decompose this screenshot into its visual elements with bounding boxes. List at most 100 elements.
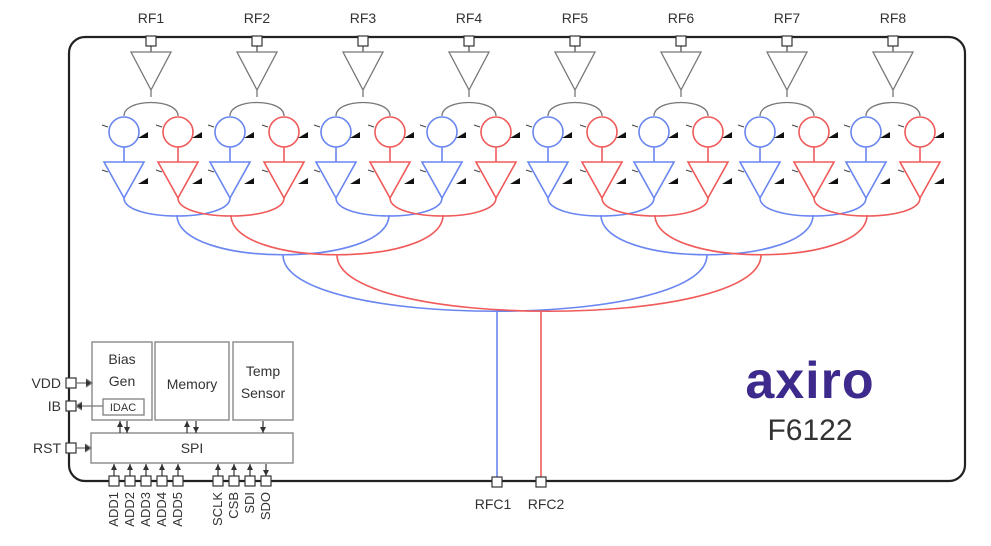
temp-sensor-label-line-2: Sensor [241,385,286,401]
add-pin-2 [124,475,136,487]
rf-pin [569,35,581,47]
gain-stage-1 [208,161,252,200]
rf-channel-7 [737,35,838,200]
rf-port-label-6: RF6 [668,10,695,26]
tuning-arrow [350,132,360,138]
level-2-red-combiner [230,214,444,256]
phase-shifter-2 [374,116,406,148]
vdd-pin [65,377,77,389]
level-1-red-combiner [389,197,497,217]
rf-channels [101,35,944,200]
rf-pin [781,35,793,47]
rfc1-pin [491,476,503,488]
combiner-tree [123,197,921,313]
tuning-mark [631,169,639,173]
rf-port-label-5: RF5 [562,10,589,26]
tuning-mark [525,124,533,128]
tuning-mark [737,124,745,128]
rf-channel-4 [419,35,520,200]
rst-pin [65,442,77,454]
phase-shifter-2 [162,116,194,148]
phase-shifter-1 [108,116,140,148]
tuning-mark [367,124,375,128]
bias-up-arrow-head [117,421,123,427]
rf-port-label-4: RF4 [456,10,483,26]
spi-out-arrow-head [263,470,269,476]
tuning-mark [261,169,269,173]
add-pin-arrow-head [159,464,165,470]
tuning-mark [155,169,163,173]
gain-stage-1 [420,161,464,200]
tuning-mark [101,124,109,128]
tuning-mark [207,169,215,173]
rf-pin [145,35,157,47]
rf-pin [463,35,475,47]
rf-pin [675,35,687,47]
sclk-label: SCLK [210,492,225,526]
rf-channel-6 [631,35,732,200]
rfc2-label: RFC2 [528,496,565,512]
gain-stage-2 [474,161,518,200]
tuning-mark [473,124,481,128]
tuning-mark [685,124,693,128]
tuning-mark [473,169,481,173]
phase-shifter-2 [268,116,300,148]
tuning-mark [791,124,799,128]
add1-label: ADD1 [106,492,121,527]
idac-block [102,398,145,416]
chip-outline [67,35,967,483]
phase-shifter-2 [904,116,936,148]
input-amplifier [129,51,173,92]
gain-stage-1 [102,161,146,200]
spi-in-arrow-head [231,464,237,470]
axiro-logo: axiro [745,352,874,410]
spi-pin-4 [260,475,272,487]
temp-down-arrow-head [260,427,266,433]
tuning-mark [791,169,799,173]
phase-shifter-1 [532,116,564,148]
rf-pin [357,35,369,47]
phase-shifter-2 [586,116,618,148]
tuning-arrow [404,132,414,138]
tuning-arrow [722,178,732,184]
gain-stage-1 [844,161,888,200]
add5-label: ADD5 [170,492,185,527]
input-amplifier [765,51,809,92]
rf-channel-1 [101,35,202,200]
add4-label: ADD4 [154,492,169,527]
spi-label: SPI [181,440,204,456]
add3-label: ADD3 [138,492,153,527]
add-pin-arrow-head [175,464,181,470]
rf-channel-2 [207,35,308,200]
tuning-mark [897,124,905,128]
input-amplifier [553,51,597,92]
memory-down-arrow-head [193,427,199,433]
splitter-line [865,90,921,117]
phase-shifter-2 [480,116,512,148]
add-pin-1 [108,475,120,487]
phase-shifter-1 [850,116,882,148]
tuning-arrow [456,178,466,184]
rf-port-label-7: RF7 [774,10,801,26]
internal-bus-arrows [111,421,269,476]
tuning-mark [101,169,109,173]
phase-shifter-1 [214,116,246,148]
tuning-arrow [668,178,678,184]
input-amplifier [235,51,279,92]
tuning-mark [631,124,639,128]
gain-stage-2 [792,161,836,200]
tuning-mark [367,169,375,173]
rf-channel-3 [313,35,414,200]
tuning-arrow [616,178,626,184]
splitter-line [441,90,497,117]
spi-pin-2 [228,475,240,487]
rf-port-label-2: RF2 [244,10,271,26]
gain-stage-1 [526,161,570,200]
ib-label: IB [48,398,61,414]
gain-stage-2 [156,161,200,200]
rf-port-label-8: RF8 [880,10,907,26]
tuning-arrow [934,178,944,184]
add-pin-arrow-head [127,464,133,470]
gain-stage-2 [898,161,942,200]
add-pin-4 [156,475,168,487]
